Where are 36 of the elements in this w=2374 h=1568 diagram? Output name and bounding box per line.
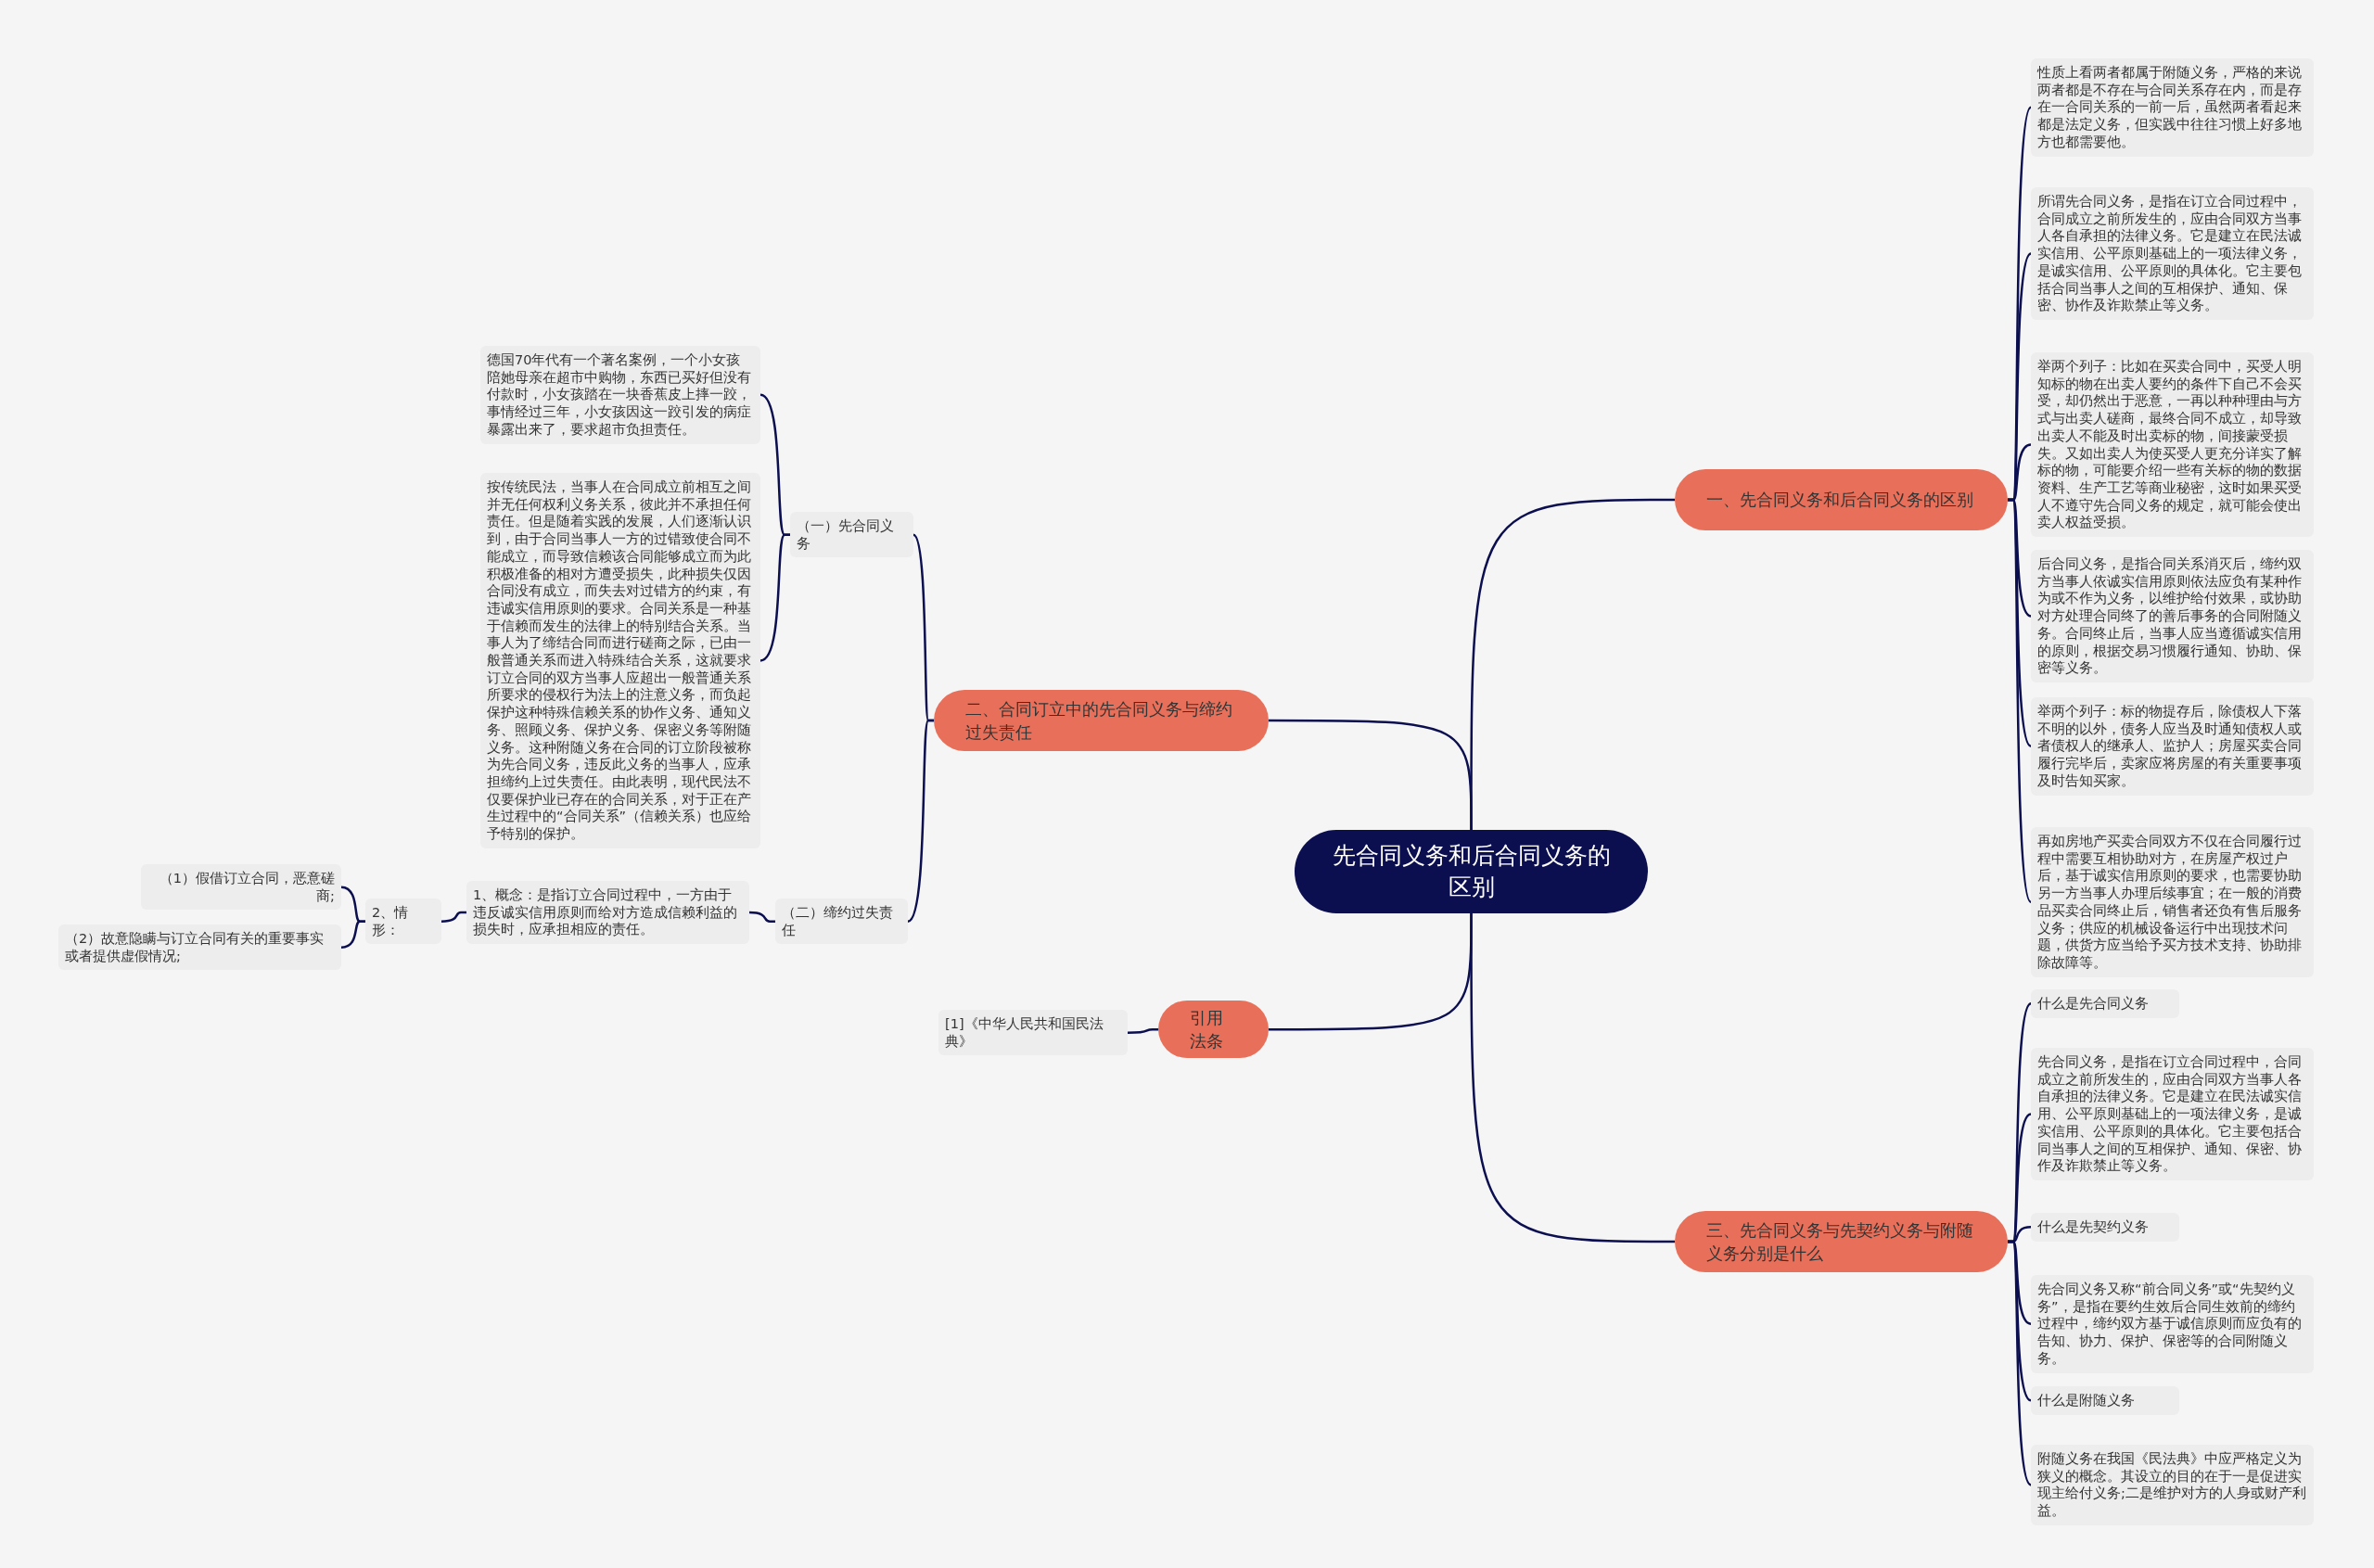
note-box: 什么是先契约义务: [2031, 1213, 2179, 1242]
note-box: （二）缔约过失责任: [775, 899, 908, 945]
note-box: 先合同义务，是指在订立合同过程中，合同成立之前所发生的，应由合同双方当事人各自承担的法律义务。它是建立在民法诚实信用、公平原则基础上的一项法律义务，是诚实信用、公平原则的具体化。它主要包括合同当事人之间的互相保护、通知、保密、协作及诈欺禁止等义务。: [2031, 1048, 2314, 1180]
connector-line: [748, 911, 775, 923]
note-box: （2）故意隐瞒与订立合同有关的重要事实或者提供虚假情况;: [58, 924, 341, 971]
note-box: 什么是附随义务: [2031, 1386, 2179, 1415]
central-topic: 先合同义务和后合同义务的区别: [1295, 830, 1648, 913]
topic-box: 二、合同订立中的先合同义务与缔约过失责任: [934, 690, 1269, 751]
connector-line: [759, 533, 790, 662]
note-box: 再如房地产买卖合同双方不仅在合同履行过程中需要互相协助对方，在房屋产权过户后，基于诚实信用原则的要求，也需要协助另一方当事人办理后续事宜；在一般的消费品买卖合同终止后，销售者还负有售后服务义务；供应的机械设备运行中出现技术问题，供货方应当给予买方技术支持、协助排除故障等。: [2031, 827, 2314, 977]
note-box: （一）先合同义务: [790, 512, 913, 558]
note-box: 2、情形：: [365, 899, 441, 945]
note-box: 所谓先合同义务，是指在订立合同过程中，合同成立之前所发生的，应由合同双方当事人各自承担的法律义务。它是建立在民法诚实信用、公平原则基础上的一项法律义务，是诚实信用、公平原则的具体化。它主要包括合同当事人之间的互相保护、通知、保密、协作及诈欺禁止等义务。: [2031, 187, 2314, 320]
note-box: 先合同义务又称“前合同义务”或“先契约义务”，是指在要约生效后合同生效前的缔约过程中，缔约双方基于诚信原则而应负有的告知、协力、保护、保密等的合同附随义务。: [2031, 1275, 2314, 1373]
note-box: 举两个列子：标的物提存后，除债权人下落不明的以外，债务人应当及时通知债权人或者债权人的继承人、监护人；房屋买卖合同履行完毕后，卖家应将房屋的有关重要事项及时告知买家。: [2031, 697, 2314, 796]
connector-line: [1269, 719, 1473, 830]
note-box: [1]《中华人民共和国民法典》: [938, 1010, 1128, 1056]
connector-line: [440, 911, 466, 923]
topic-box: 引用法条: [1158, 1001, 1269, 1059]
topic-box: 一、先合同义务和后合同义务的区别: [1675, 469, 2008, 530]
note-box: 德国70年代有一个著名案例，一个小女孩陪她母亲在超市中购物，东西已买好但没有付款时，小女孩踏在一块香蕉皮上摔一跤，事情经过三年，小女孩因这一跤引发的病症暴露出来了，要求超市负担责任。: [480, 346, 760, 444]
connector-line: [340, 920, 365, 949]
connector-line: [1128, 1027, 1158, 1034]
connector-line: [907, 719, 934, 923]
note-box: 后合同义务，是指合同关系消灭后，缔约双方当事人依诚实信用原则依法应负有某种作为或不作为义务，以维护给付效果，或协助对方处理合同终了的善后事务的合同附随义务。合同终止后，当事人应当遵循诚实信用的原则，根据交易习惯履行通知、协助、保密等义务。: [2031, 550, 2314, 682]
note-box: （1）假借订立合同，恶意磋商;: [141, 864, 341, 911]
connector-line: [2008, 498, 2033, 903]
topic-box: 三、先合同义务与先契约义务与附随义务分别是什么: [1675, 1211, 2008, 1272]
note-box: 附随义务在我国《民法典》中应严格定义为狭义的概念。其设立的目的在于一是促进实现主给付义务;二是维护对方的人身或财产利益。: [2031, 1445, 2314, 1525]
connector-line: [1470, 913, 1675, 1243]
note-box: 按传统民法，当事人在合同成立前相互之间并无任何权利义务关系，彼此并不承担任何责任。但是随着实践的发展，人们逐渐认识到，由于合同当事人一方的过错致使合同不能成立，而导致信赖该合同能够成立而为此积极准备的相对方遭受损失，此种损失仅因合同没有成立，而失去对过错方的约束，有违诚实信用原则的要求。合同关系是一种基于信赖而发生的法律上的特别结合关系。当事人为了缔结合同而进行磋商之际，已由一般普通关系而进入特殊结合关系，这就要求订立合同的双方当事人应超出一般普通关系所要求的侵权行为法上的注意义务，而负起保护这种特殊信赖关系的协作义务、通知义务、照顾义务、保护义务、保密义务等附随义务。这种附随义务在合同的订立阶段被称为先合同义务，违反此义务的当事人，应承担缔约上过失责任。由此表明，现代民法不仅要保护业已存在的合同关系，对于正在产生过程中的“合同关系”（信赖关系）也应给予特别的保护。: [480, 473, 760, 848]
connector-line: [2008, 1240, 2032, 1486]
note-box: 举两个列子：比如在买卖合同中，买受人明知标的物在出卖人要约的条件下自己不会买受，却仍然出于恶意，一再以种种理由与方式与出卖人磋商，最终合同不成立，却导致出卖人不能及时出卖标的物，间接蒙受损失。又如出卖人为使买受人更充分详实了解标的物，可能要介绍一些有关标的物的数据资料、生产工艺等商业秘密，这时如果买受人不遵守先合同义务的规定，就可能会使出卖人权益受损。: [2031, 352, 2314, 538]
note-box: 性质上看两者都属于附随义务，严格的来说两者都是不存在与合同关系存在内，而是存在一合同关系的一前一后，虽然两者看起来都是法定义务，但实践中往往习惯上好多地方也都需要他。: [2031, 58, 2314, 157]
note-box: 1、概念：是指订立合同过程中，一方由于违反诚实信用原则而给对方造成信赖利益的损失时，应承担相应的责任。: [466, 881, 749, 945]
note-box: 什么是先合同义务: [2031, 989, 2179, 1018]
